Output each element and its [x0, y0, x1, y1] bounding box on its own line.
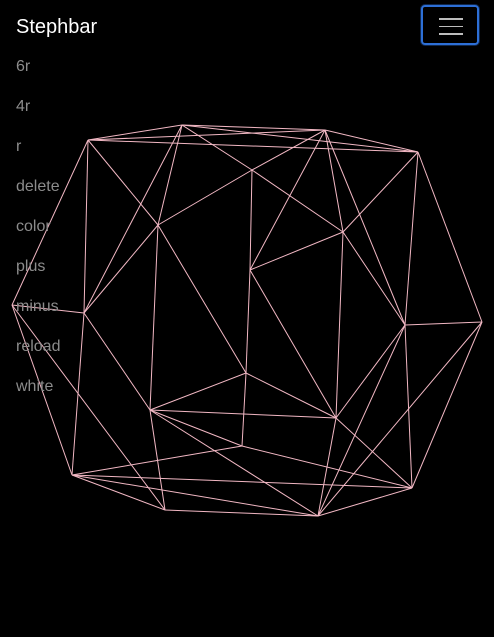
menu-item-minus[interactable]: minus	[16, 298, 59, 315]
menu-item-6r[interactable]: 6r	[16, 58, 31, 75]
menu-item-white[interactable]: white	[16, 378, 54, 395]
menu-item-reload[interactable]: reload	[16, 338, 61, 355]
hamburger-bar	[439, 33, 463, 35]
navbar-toggle-button[interactable]	[421, 5, 479, 45]
navbar-brand[interactable]: Stephbar	[16, 16, 98, 38]
menu-item-plus[interactable]: plus	[16, 258, 46, 275]
top-navbar: Stephbar	[0, 0, 494, 56]
hamburger-bar	[439, 18, 463, 20]
menu-item-4r[interactable]: 4r	[16, 98, 31, 115]
nav-menu: 6r 4r r delete color plus minus reload w…	[16, 57, 60, 417]
menu-item-color[interactable]: color	[16, 218, 51, 235]
menu-item-r[interactable]: r	[16, 138, 22, 155]
menu-item-delete[interactable]: delete	[16, 178, 60, 195]
hamburger-bar	[439, 25, 463, 27]
